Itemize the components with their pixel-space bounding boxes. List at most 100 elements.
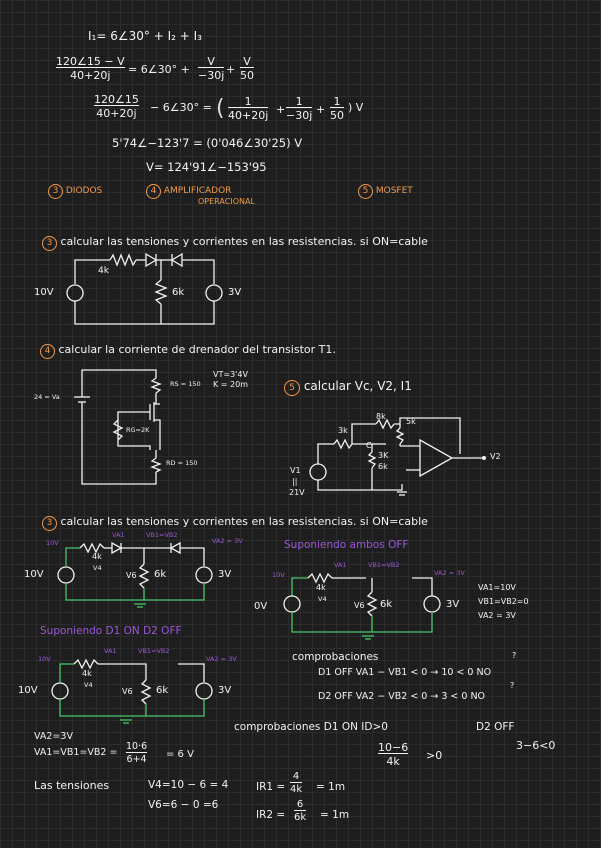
comp1-q2: ? [510, 681, 515, 690]
supB-v4: V4 [84, 681, 93, 689]
p4-va-label: 24 = Va [34, 393, 60, 401]
eq-line-1: I₁= 6∠30° + I₂ + I₃ [88, 29, 202, 43]
supA-vb: VB1=VB2 [368, 561, 400, 569]
supB-r4k: 4k [82, 669, 92, 678]
p3b-v4: V4 [93, 564, 102, 572]
p3b-vb1: VB1=VB2 [146, 531, 178, 539]
eq-line-3-frac-b: 1 −30j [286, 95, 313, 122]
eq-line-2-fraction: 120∠15 − V 40+20j [56, 56, 125, 81]
comp2-d2: D2 OFF [476, 721, 515, 733]
supA-va2: VA2 = 3V [434, 569, 465, 577]
supB-src2: 3V [218, 685, 232, 696]
tens-ir2-post: = 1m [320, 809, 350, 821]
calc-va1-pre: VA1=VB1=VB2 = [34, 747, 118, 758]
supB-va1: VA1 [104, 647, 117, 655]
title-text: calcular las tensiones y corrientes en l… [60, 235, 428, 248]
numerator: 1 [295, 95, 303, 108]
denominator: −30j [286, 107, 313, 122]
p4-k-label: K = 20m [213, 380, 249, 389]
denominator: 50 [330, 107, 344, 122]
topic-operacional: OPERACIONAL [198, 197, 255, 206]
p3b-v6: V6 [126, 571, 137, 580]
supB-v6: V6 [122, 687, 133, 696]
comp1-line2: D2 OFF VA2 − VB2 < 0 → 3 < 0 NO [318, 691, 486, 702]
supB-r6k: 6k [156, 685, 169, 696]
numerator: 10−6 [378, 741, 409, 754]
comp2-gt: >0 [426, 749, 443, 762]
denominator: 6k [294, 810, 307, 823]
denominator: 4k [378, 753, 409, 767]
title-text: calcular la corriente de drenador del tr… [58, 343, 336, 356]
supA-r4k: 4k [316, 583, 326, 592]
supA-v6: V6 [354, 601, 365, 610]
p3-src1-label: 10V [34, 287, 54, 298]
supA-src1: 0V [254, 601, 268, 612]
numerator: V [207, 55, 215, 68]
supA-src2: 3V [446, 599, 460, 610]
circled-number: 3 [42, 236, 57, 251]
p4-rg-label: RG=2K [126, 426, 150, 434]
supA-res2: VB1=VB2=0 [478, 597, 529, 606]
p5-v1b: || [292, 477, 298, 486]
tens-label: Las tensiones [34, 779, 110, 792]
supB-title: Suponiendo D1 ON D2 OFF [40, 625, 182, 637]
title-text: calcular las tensiones y corrientes en l… [60, 515, 428, 528]
comp1-line1: D1 OFF VA1 − VB1 < 0 → 10 < 0 NO [318, 667, 492, 678]
tens-ir2-fraction: 6 6k [294, 800, 307, 823]
p3b-src1: 10V [24, 569, 44, 580]
tens-ir1-fraction: 4 4k [290, 772, 303, 795]
topic-label: DIODOS [65, 186, 103, 196]
problem-3-title: 3 calcular las tensiones y corrientes en… [42, 236, 428, 251]
plus-sign: + [276, 103, 286, 116]
numerator: 120∠15 [94, 93, 139, 106]
plus-sign: + [226, 63, 236, 76]
p5-v1c: 21V [289, 488, 305, 497]
supB-va2: VA2 = 3V [206, 655, 237, 663]
p3b-r4k: 4k [92, 552, 102, 561]
p3-r1-label: 4k [98, 266, 109, 276]
supA-res3: VA2 = 3V [478, 611, 516, 620]
p5-v1a: V1 [290, 466, 301, 475]
p5-v2-label: V2 [490, 452, 501, 461]
paren-open: ( [216, 96, 225, 121]
eq-line-2-mid: = 6∠30° + [128, 63, 190, 76]
p4-vt-label: VT=3'4V [213, 370, 248, 379]
comp1-q1: ? [512, 651, 517, 660]
problem-5-title: 5 calcular Vc, V2, I1 [284, 380, 412, 396]
denominator: 40+20j [56, 67, 125, 81]
problem-4-title: 4 calcular la corriente de drenador del … [40, 344, 336, 359]
denominator: 40+20j [228, 107, 269, 122]
supA-r6k: 6k [380, 599, 393, 610]
calc-va1-fraction: 10·6 6+4 [126, 742, 148, 765]
eq-line-4: 5'74∠−123'7 = (0'046∠30'25) V [112, 136, 303, 150]
p3-src2-label: 3V [228, 287, 242, 298]
circuit-suponiendo-d1on [51, 658, 213, 724]
circuit-problem-4 [74, 369, 162, 485]
p3b-va2: VA2 = 3V [212, 537, 243, 545]
plus-sign: + [316, 103, 326, 116]
numerator: 120∠15 − V [56, 55, 125, 68]
p5-r5k-label: 5k [406, 417, 416, 426]
p4-rd-label: RD = 150 [166, 459, 198, 467]
eq-line-3-end: ) V [348, 101, 364, 114]
eq-line-2-frac-v1: V −30j [198, 55, 225, 82]
denominator: 6+4 [126, 751, 148, 765]
denominator: 4k [290, 782, 303, 795]
problem-3b-title: 3 calcular las tensiones y corrientes en… [42, 516, 428, 531]
tens-ir1-pre: IR1 = [256, 781, 286, 793]
supA-top10: 10V [272, 571, 285, 579]
circuit-suponiendo-off [283, 572, 441, 640]
numerator: 1 [244, 95, 252, 108]
circled-number: 3 [42, 516, 57, 531]
supB-vb: VB1=VB2 [138, 647, 170, 655]
denominator: 50 [240, 67, 254, 82]
supB-top10: 10V [38, 655, 51, 663]
topic-label: MOSFET [375, 186, 413, 196]
denominator: −30j [198, 67, 225, 82]
p5-c-label: C [366, 441, 372, 450]
comp2-title: comprobaciones D1 ON ID>0 [234, 721, 388, 733]
circuit-problem-3 [66, 252, 223, 325]
tens-v6: V6=6 − 0 =6 [148, 799, 219, 811]
